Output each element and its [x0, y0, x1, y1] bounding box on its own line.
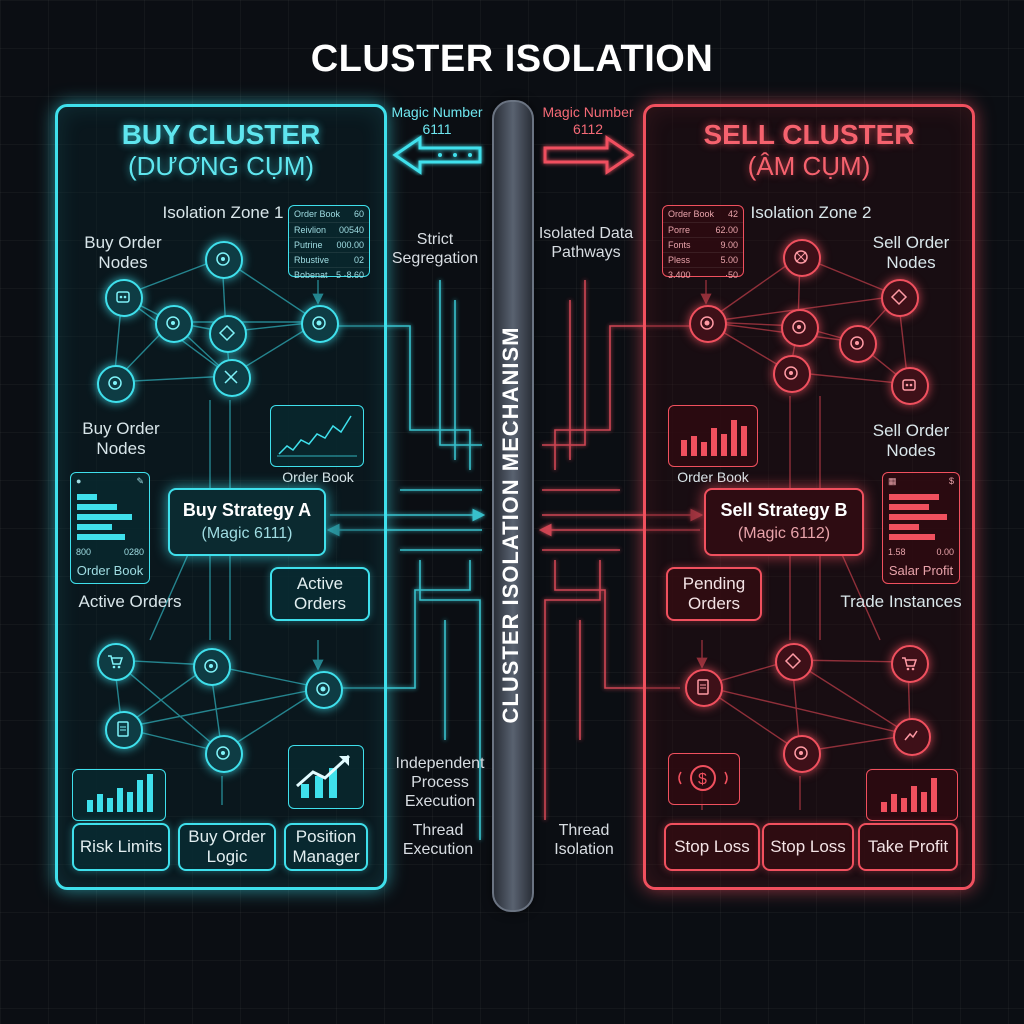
buy-active-orders-box[interactable]: Active Orders [270, 567, 370, 621]
buy-order-nodes-label-mid: Buy Order Nodes [82, 419, 160, 458]
buy-order-nodes-label-top: Buy Order Nodes [84, 233, 162, 272]
document-icon [685, 669, 723, 707]
sell-bar-chart [866, 769, 958, 821]
stop-loss-box-1[interactable]: Stop Loss [664, 823, 760, 871]
robot-icon [105, 279, 143, 317]
buy-isolation-zone-label: Isolation Zone 1 [162, 203, 284, 222]
line-chart-icon [277, 415, 357, 457]
sell-order-book-chart-label: Order Book [677, 469, 749, 485]
magic-arrow-right-icon [543, 135, 635, 175]
sell-order-nodes-label-mid: Sell Order Nodes [872, 421, 950, 460]
bar-list-icon [77, 494, 132, 540]
network-node-icon [213, 359, 251, 397]
independent-process-label: Independent Process Execution [395, 755, 485, 810]
sell-cluster-panel: SELL CLUSTER (ÂM CỤM) Isolation Zone 2 S… [643, 104, 975, 890]
pending-orders-box[interactable]: Pending Orders [666, 567, 762, 621]
network-node-icon [155, 305, 193, 343]
thread-isolation-label: Thread Isolation [554, 822, 614, 858]
thread-execution-label: Thread Execution [402, 822, 474, 858]
trade-instances-label: Trade Instances [840, 592, 962, 611]
sell-order-book-chart [668, 405, 758, 467]
network-node-icon [193, 648, 231, 686]
network-node-icon [305, 671, 343, 709]
trend-up-icon [296, 754, 351, 798]
dollar-coin-widget: $ [668, 753, 740, 805]
buy-bar-chart [72, 769, 166, 821]
network-node-icon [775, 643, 813, 681]
position-manager-box[interactable]: Position Manager [284, 823, 368, 871]
page-title: CLUSTER ISOLATION [310, 38, 714, 80]
buy-cluster-panel: BUY CLUSTER (DƯƠNG CỤM) Isolation Zone 1… [55, 104, 387, 890]
network-node-icon [205, 241, 243, 279]
buy-strategy-magic: (Magic 6111) [201, 525, 293, 542]
robot-icon [891, 367, 929, 405]
stop-loss-box-2[interactable]: Stop Loss [762, 823, 854, 871]
bar-chart-icon [87, 774, 153, 812]
cart-icon [891, 645, 929, 683]
sell-strategy-name: Sell Strategy B [720, 500, 848, 520]
buy-order-logic-box[interactable]: Buy Order Logic [178, 823, 276, 871]
network-node-icon [839, 325, 877, 363]
buy-strategy-name: Buy Strategy A [182, 500, 312, 520]
sell-strategy-box[interactable]: Sell Strategy B (Magic 6112) [704, 488, 864, 556]
bar-chart-icon [681, 420, 747, 456]
buy-order-book-chart-label: Order Book [282, 469, 354, 485]
cart-icon [97, 643, 135, 681]
sell-isolation-zone-label: Isolation Zone 2 [750, 203, 872, 222]
network-node-icon [783, 735, 821, 773]
network-node-icon [783, 239, 821, 277]
bar-chart-icon [881, 778, 937, 812]
isolated-data-pathways-label: Isolated Data Pathways [538, 225, 634, 261]
magic-arrow-left-icon [392, 135, 482, 175]
buy-cluster-title: BUY CLUSTER [121, 119, 321, 150]
sell-cluster-subtitle: (ÂM CỤM) [747, 151, 871, 181]
risk-limits-box[interactable]: Risk Limits [72, 823, 170, 871]
network-node-icon [893, 718, 931, 756]
strict-segregation-label: Strict Segregation [391, 231, 479, 267]
sell-order-nodes-label-top: Sell Order Nodes [872, 233, 950, 272]
svg-text:$: $ [698, 771, 707, 788]
sell-cluster-title: SELL CLUSTER [703, 119, 915, 150]
document-icon [105, 711, 143, 749]
isolation-mechanism-label: CLUSTER ISOLATION MECHANISM [498, 326, 523, 724]
buy-order-book-chart [270, 405, 364, 467]
buy-strategy-box[interactable]: Buy Strategy A (Magic 6111) [168, 488, 326, 556]
network-node-icon [781, 309, 819, 347]
network-node-icon [205, 735, 243, 773]
buy-cluster-subtitle: (DƯƠNG CỤM) [127, 151, 315, 181]
take-profit-box[interactable]: Take Profit [858, 823, 958, 871]
buy-active-orders-label: Active Orders [78, 592, 182, 611]
sell-strategy-magic: (Magic 6112) [737, 525, 831, 542]
trend-up-chart [288, 745, 364, 809]
network-node-icon [97, 365, 135, 403]
bar-list-icon [889, 494, 947, 540]
network-node-icon [209, 315, 247, 353]
robot-icon [689, 305, 727, 343]
robot-icon [301, 305, 339, 343]
network-node-icon [881, 279, 919, 317]
dollar-icon: $ [678, 765, 728, 791]
network-node-icon [773, 355, 811, 393]
isolation-mechanism-bar [492, 100, 534, 912]
